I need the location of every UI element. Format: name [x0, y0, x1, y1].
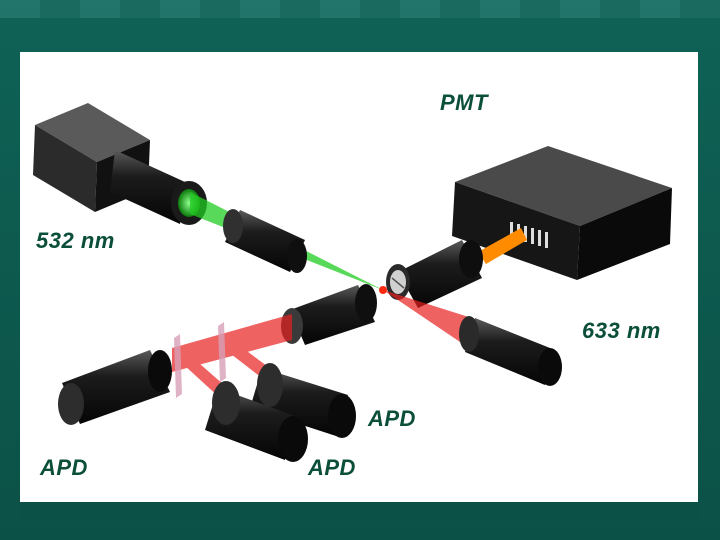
- apd-left: [58, 350, 172, 425]
- red-detection-beams: [172, 314, 292, 398]
- label-apd-middle: APD: [308, 455, 356, 480]
- orange-beam: [478, 228, 527, 264]
- beam-splitters: [174, 322, 226, 398]
- objective-green: [223, 209, 307, 273]
- decorative-top-strip: [0, 0, 720, 18]
- white-panel: [20, 52, 698, 502]
- objective-pmt: [386, 240, 483, 308]
- label-633nm: 633 nm: [582, 318, 661, 343]
- label-apd-right: APD: [368, 406, 416, 431]
- label-apd-left: APD: [40, 455, 88, 480]
- laser-source-532: [33, 103, 207, 225]
- label-pmt: PMT: [440, 90, 488, 115]
- laser-source-633: [459, 316, 562, 386]
- apd-right: [250, 363, 356, 438]
- sample-focus: [379, 286, 387, 294]
- red-beam-633: [383, 290, 472, 346]
- apd-middle: [205, 381, 308, 462]
- label-532nm: 532 nm: [36, 228, 115, 253]
- panel-bottom-border: [20, 502, 698, 520]
